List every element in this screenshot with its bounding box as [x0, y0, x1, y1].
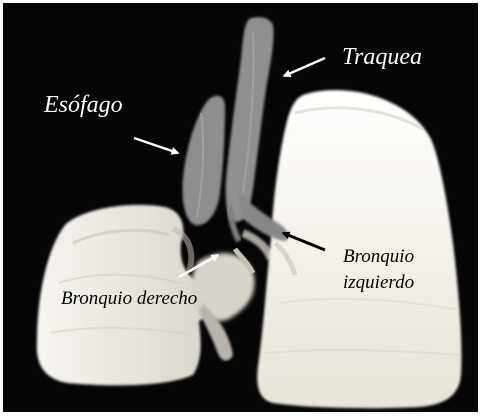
label-left-bronchus-line1: Bronquio — [343, 247, 414, 266]
bronchial-tree — [192, 233, 272, 361]
scan-panel: Traquea Esófago Bronquio derecho Bronqui… — [3, 3, 478, 412]
esophagus-arrow — [134, 138, 178, 153]
label-left-bronchus-line2: izquierdo — [343, 273, 414, 292]
trachea-arrow — [284, 58, 325, 76]
label-esophagus: Esófago — [44, 93, 123, 117]
label-trachea: Traquea — [342, 45, 422, 69]
esophagus-structure — [183, 96, 226, 226]
label-right-bronchus: Bronquio derecho — [61, 289, 197, 308]
